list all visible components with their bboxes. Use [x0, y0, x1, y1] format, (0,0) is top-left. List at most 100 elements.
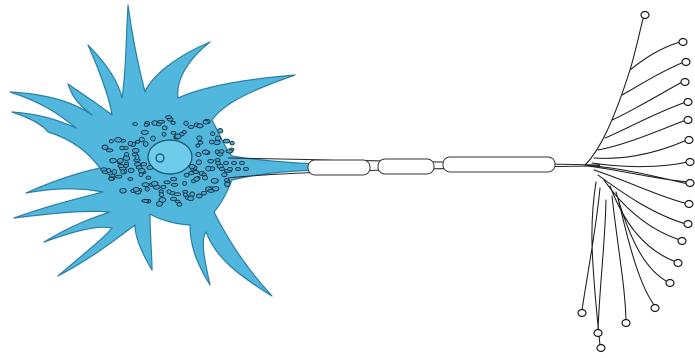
nissl-granule	[110, 158, 117, 163]
nissl-granule	[223, 139, 229, 143]
nissl-granule	[175, 193, 181, 196]
nissl-granule	[109, 140, 113, 143]
myelin-segment	[443, 157, 555, 172]
nissl-granule	[133, 187, 139, 191]
nissl-granule	[142, 183, 149, 187]
nissl-granule	[189, 171, 194, 174]
nissl-granule	[197, 124, 203, 128]
nissl-granule	[183, 193, 187, 196]
nissl-granule	[147, 166, 153, 170]
nissl-granule	[123, 156, 130, 160]
nissl-granule	[101, 168, 107, 171]
nissl-granule	[226, 150, 233, 153]
nissl-granule	[184, 173, 189, 177]
nissl-granule	[225, 182, 230, 187]
synaptic-bouton	[622, 320, 630, 327]
synaptic-bouton	[685, 201, 693, 208]
nissl-granule	[157, 201, 163, 206]
nissl-granule	[116, 175, 122, 178]
nissl-granule	[107, 169, 111, 173]
nissl-granule	[118, 165, 124, 168]
synaptic-bouton	[684, 221, 692, 228]
synaptic-bouton	[684, 99, 692, 106]
synaptic-bouton	[578, 310, 586, 317]
synaptic-bouton	[686, 180, 694, 187]
nissl-granule	[142, 200, 149, 203]
nissl-granule	[211, 178, 218, 183]
synaptic-bouton	[641, 12, 649, 19]
nissl-granule	[184, 121, 188, 125]
nissl-granule	[102, 145, 108, 149]
nissl-granule	[183, 181, 187, 185]
nissl-granule	[164, 181, 170, 184]
synaptic-bouton	[679, 39, 687, 46]
synaptic-bouton	[594, 330, 602, 337]
nissl-granule	[230, 141, 234, 145]
nissl-granule	[133, 123, 138, 126]
nissl-granule	[175, 134, 181, 139]
nissl-granule	[188, 196, 194, 201]
myelin-segment	[308, 160, 370, 175]
nissl-granule	[141, 130, 148, 134]
nissl-granule	[222, 173, 227, 177]
nissl-granule	[171, 121, 175, 124]
nissl-granule	[224, 161, 229, 164]
nissl-granule	[211, 132, 215, 136]
nissl-granule	[197, 136, 202, 140]
myelin-segment	[378, 159, 434, 174]
nissl-granule	[171, 131, 176, 134]
nissl-granule	[202, 150, 209, 154]
nissl-granule	[216, 161, 221, 164]
synaptic-bouton	[651, 305, 659, 312]
nissl-granule	[171, 177, 177, 180]
nissl-granule	[162, 132, 166, 136]
nissl-granule	[171, 197, 177, 201]
synaptic-bouton	[674, 260, 682, 267]
nissl-granule	[196, 160, 201, 165]
nissl-granule	[196, 194, 202, 198]
axon-terminal-tree	[578, 12, 694, 352]
nissl-granule	[240, 161, 245, 164]
nissl-granule	[139, 169, 145, 173]
nissl-granule	[151, 181, 158, 186]
nissl-granule	[121, 170, 125, 174]
nissl-granule	[166, 116, 172, 119]
nissl-granule	[159, 193, 163, 197]
nissl-granule	[208, 190, 214, 193]
nissl-granule	[236, 167, 241, 170]
nissl-granule	[201, 191, 206, 195]
nissl-granule	[120, 146, 124, 150]
nissl-granule	[203, 120, 208, 124]
nissl-granule	[151, 136, 156, 141]
nissl-granule	[118, 158, 124, 163]
nissl-granule	[133, 148, 140, 152]
nissl-granule	[145, 187, 149, 191]
nissl-granule	[115, 138, 122, 143]
nissl-granule	[203, 176, 208, 180]
synaptic-bouton	[684, 117, 692, 124]
nissl-granule	[190, 192, 195, 196]
nissl-granule	[198, 141, 203, 144]
nissl-granule	[208, 159, 214, 163]
nissl-granule	[215, 136, 220, 141]
nissl-granule	[171, 183, 178, 186]
synaptic-bouton	[685, 137, 693, 144]
nissl-granule	[196, 153, 201, 157]
synaptic-bouton	[597, 345, 605, 352]
nissl-granule	[167, 190, 171, 194]
synaptic-bouton	[678, 238, 686, 245]
synaptic-bouton	[681, 79, 689, 86]
nissl-granule	[139, 173, 143, 177]
nissl-granule	[206, 166, 211, 171]
nissl-granule	[128, 168, 134, 173]
nissl-granule	[135, 162, 141, 166]
nissl-granule	[188, 125, 194, 128]
synaptic-bouton	[686, 159, 694, 166]
nissl-granule	[218, 129, 223, 134]
nissl-granule	[135, 155, 139, 160]
nissl-granule	[120, 188, 126, 193]
nissl-granule	[209, 140, 214, 144]
nissl-granule	[146, 176, 151, 179]
nissl-granule	[224, 179, 228, 182]
